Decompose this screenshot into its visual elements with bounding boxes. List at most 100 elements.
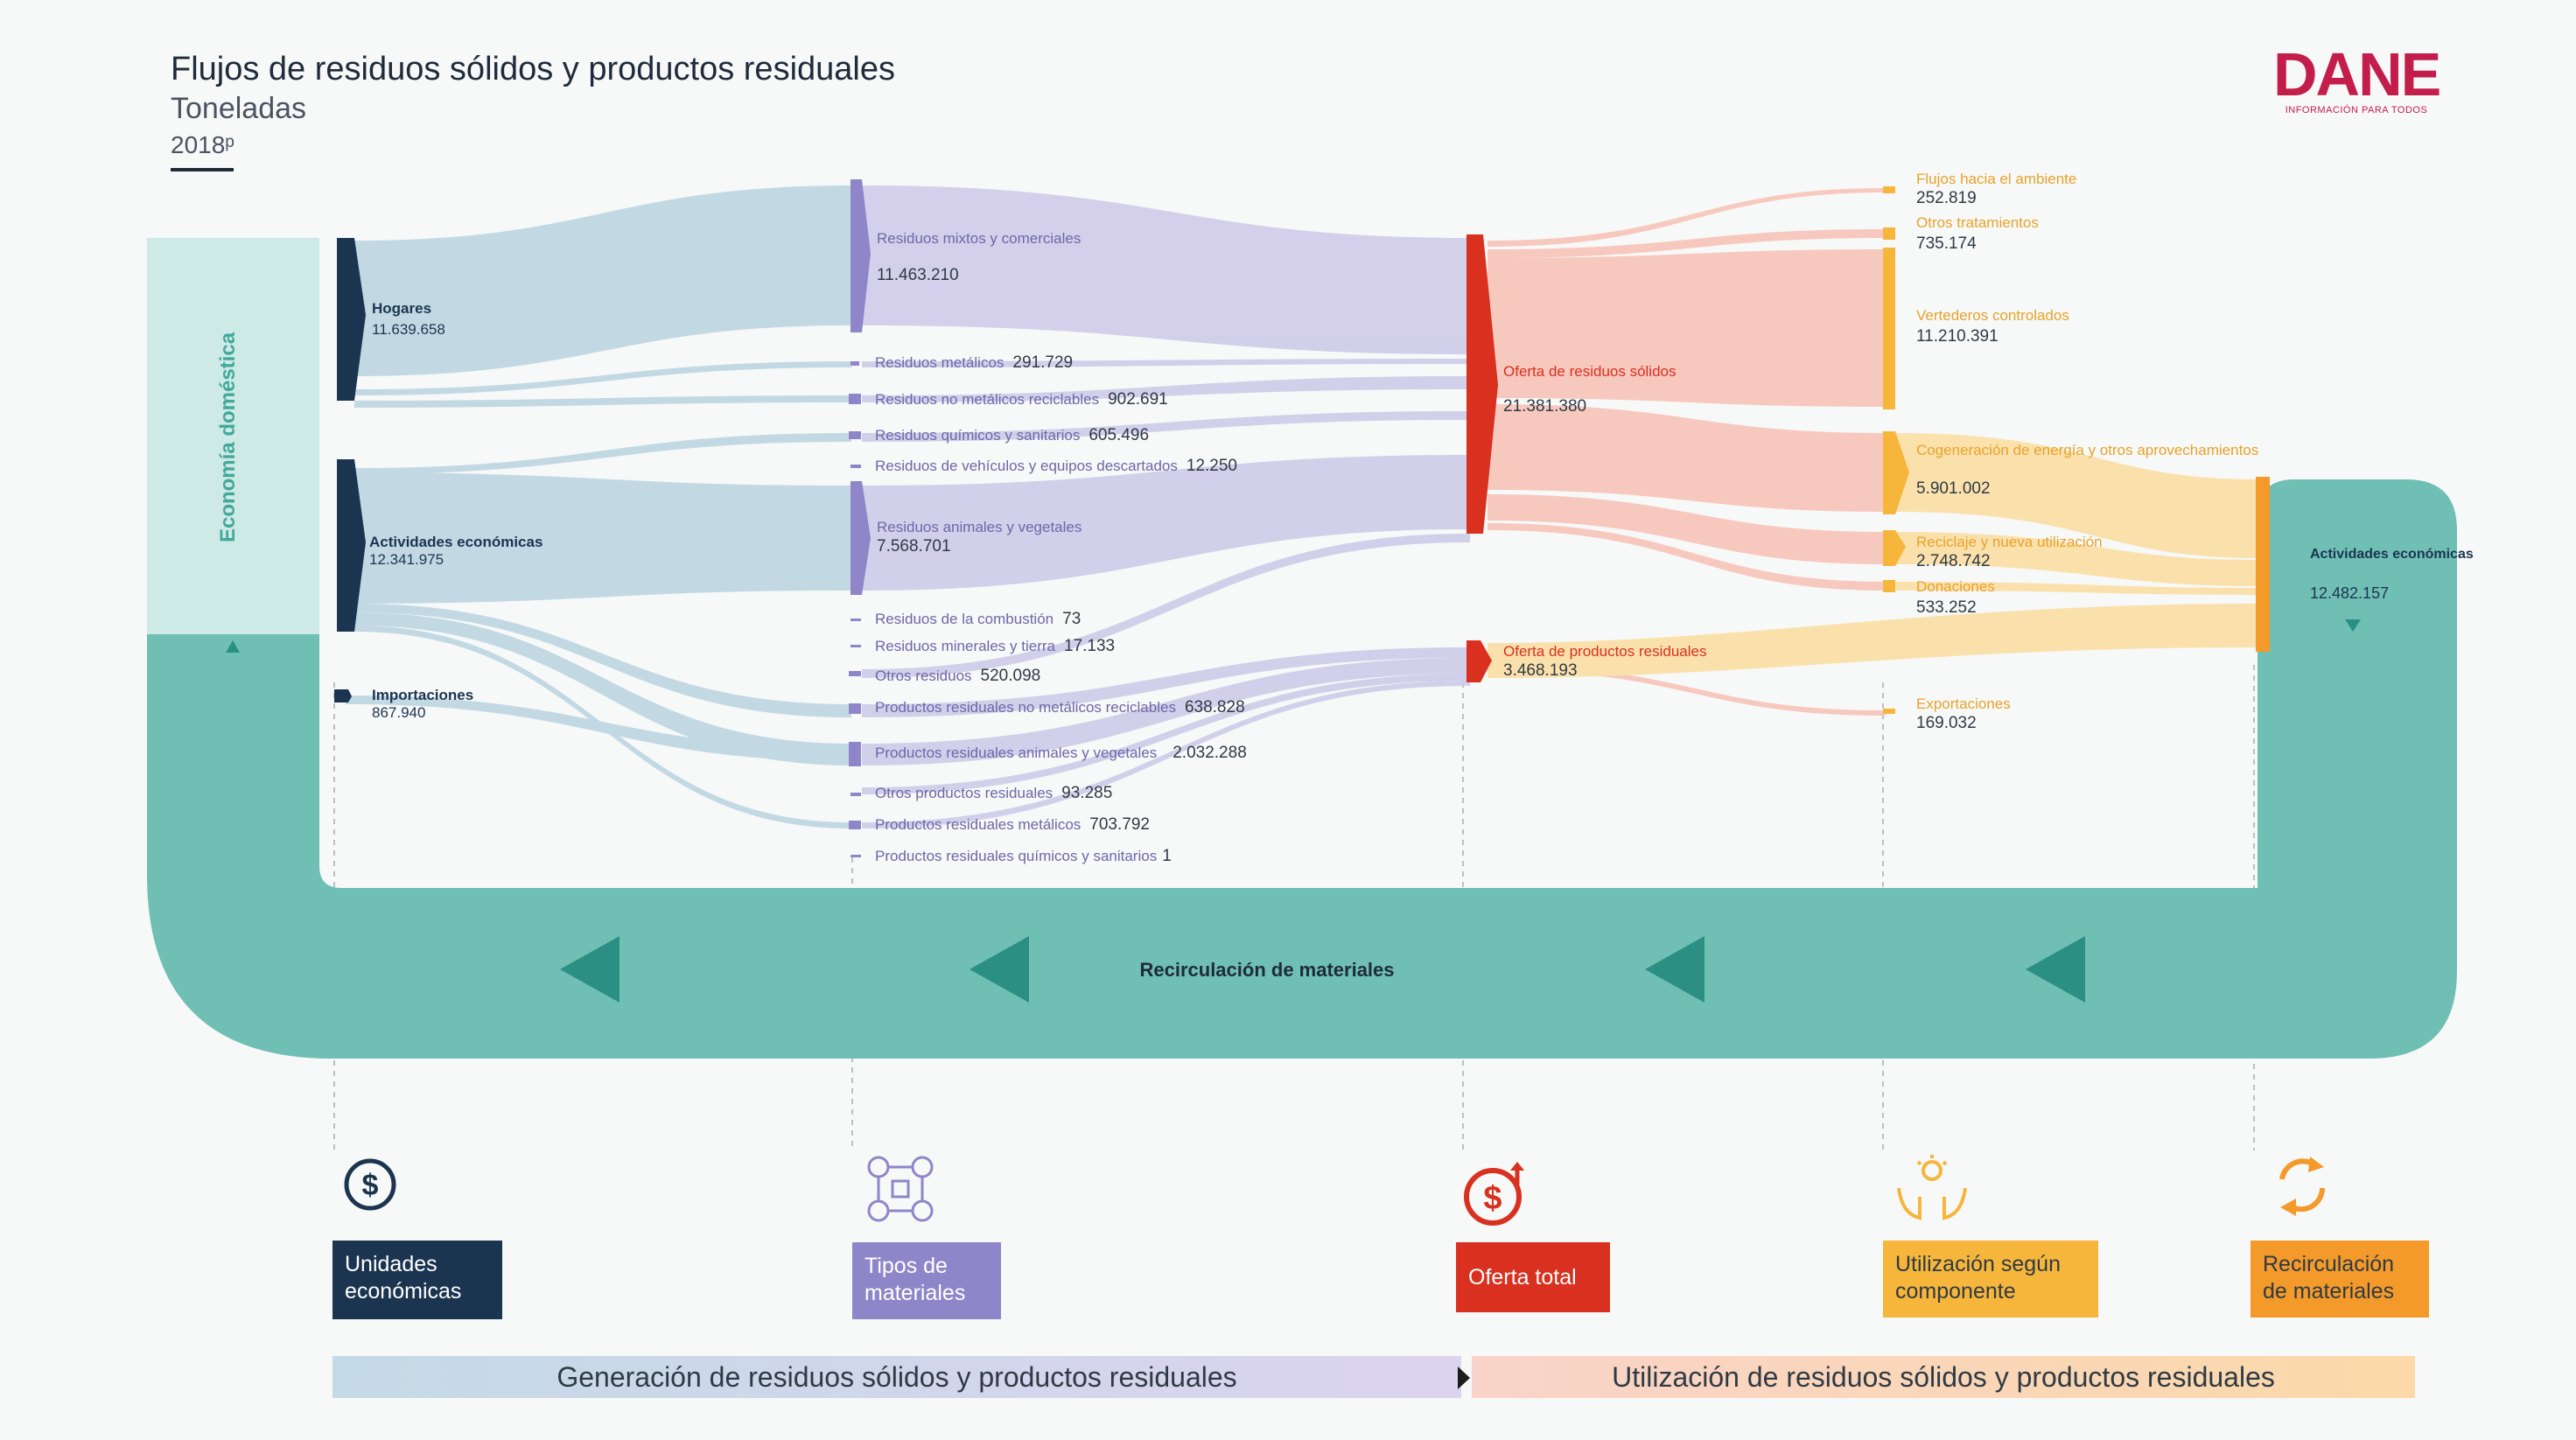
- year-label: 2018ᵖ: [171, 131, 234, 158]
- use-nodes: [1883, 186, 1909, 714]
- money-supply-icon: $: [1464, 1162, 1524, 1226]
- supply-solidos-label: Oferta de residuos sólidos: [1503, 363, 1676, 380]
- header: Flujos de residuos sólidos y productos r…: [171, 51, 895, 171]
- category-recirculacion: Recirculación de materiales: [2250, 1241, 2429, 1318]
- product-no-metalicos-label: Productos residuales no metálicos recicl…: [875, 699, 1176, 716]
- title-underline: [171, 168, 234, 171]
- use-labels: Flujos hacia el ambiente 252.819 Otros t…: [1916, 171, 2258, 732]
- product-animales-label: Productos residuales animales y vegetale…: [875, 744, 1157, 761]
- svg-text:$: $: [362, 1169, 379, 1202]
- footer-utilization-bar: Utilización de residuos sólidos y produc…: [1472, 1356, 2415, 1398]
- material-combustion-value: 73: [1062, 610, 1081, 628]
- flows-to-recirculation: [1488, 433, 2258, 716]
- product-no-metalicos-value: 638.828: [1185, 698, 1245, 717]
- use-donaciones-label: Donaciones: [1916, 578, 1995, 595]
- recirculation-label: Recirculación de materiales: [1139, 959, 1394, 981]
- material-labels: Residuos mixtos y comerciales 11.463.210…: [875, 230, 1247, 865]
- use-cogeneracion-label: Cogeneración de energía y otros aprovech…: [1916, 442, 2258, 458]
- source-nodes: [334, 238, 366, 703]
- svg-text:Residuos de vehículos y equipo: Residuos de vehículos y equipos descarta…: [875, 457, 1237, 475]
- category-unidades-economicas: Unidades económicas: [332, 1241, 502, 1319]
- use-otros-value: 735.174: [1916, 234, 1977, 253]
- use-cogeneracion-value: 5.901.002: [1916, 479, 1991, 498]
- logo-wordmark: DANE: [2273, 40, 2441, 108]
- materials-network-icon: [867, 1156, 934, 1222]
- use-exportaciones-label: Exportaciones: [1916, 696, 2011, 712]
- category-label: Recirculación de materiales: [2263, 1252, 2395, 1304]
- flows-materials-to-supply: [862, 185, 1470, 828]
- use-reciclaje-value: 2.748.742: [1916, 552, 1991, 570]
- flows-sources-to-materials: [346, 185, 851, 828]
- product-otros-label: Otros productos residuales: [875, 785, 1053, 801]
- down-arrow-icon: [2345, 619, 2361, 632]
- svg-text:Residuos no metálicos reciclab: Residuos no metálicos reciclables 902.691: [875, 390, 1168, 409]
- footer-divider-arrow-icon: [1458, 1367, 1470, 1389]
- hands-lightbulb-icon: [1897, 1155, 1967, 1220]
- product-metalicos-label: Productos residuales metálicos: [875, 816, 1081, 833]
- recirculation-node: [2256, 477, 2270, 652]
- recirculation-loop: [147, 479, 2457, 1059]
- svg-text:Productos residuales no metáli: Productos residuales no metálicos recicl…: [875, 698, 1245, 717]
- material-no-metalicos-label: Residuos no metálicos reciclables: [875, 391, 1099, 408]
- use-ambiente-value: 252.819: [1916, 189, 1977, 207]
- page-title: Flujos de residuos sólidos y productos r…: [171, 51, 895, 87]
- footer-utilization-label: Utilización de residuos sólidos y produc…: [1612, 1361, 2275, 1393]
- domestic-economy-panel: [147, 238, 319, 634]
- source-labels: Hogares 11.639.658 Actividades económica…: [369, 300, 542, 721]
- material-nodes: [849, 179, 871, 857]
- material-otros-residuos-value: 520.098: [981, 667, 1041, 685]
- source-actividades-label: Actividades económicas: [369, 534, 542, 550]
- supply-labels: Oferta de residuos sólidos 21.381.380 Of…: [1503, 363, 1706, 680]
- material-mixtos-value: 11.463.210: [877, 266, 959, 284]
- source-importaciones-value: 867.940: [372, 704, 425, 721]
- material-no-metalicos-value: 902.691: [1108, 390, 1168, 409]
- material-metalicos-label: Residuos metálicos: [875, 354, 1004, 371]
- material-quimicos-label: Residuos químicos y sanitarios: [875, 427, 1080, 444]
- product-quimicos-value: 1: [1162, 847, 1172, 865]
- product-quimicos-label: Productos residuales químicos y sanitari…: [875, 848, 1157, 864]
- category-label: Unidades económicas: [345, 1252, 462, 1304]
- use-donaciones-value: 533.252: [1916, 598, 1977, 617]
- page-subtitle: Toneladas: [171, 92, 307, 125]
- svg-text:Residuos químicos y sanitarios: Residuos químicos y sanitarios 605.496: [875, 426, 1149, 444]
- svg-text:Productos residuales químicos: Productos residuales químicos y sanitari…: [875, 847, 1172, 865]
- use-vertederos-label: Vertederos controlados: [1916, 307, 2069, 324]
- category-label: Utilización según componente: [1895, 1252, 2061, 1304]
- flows-supply-to-uses: [1488, 188, 1886, 591]
- material-minerales-value: 17.133: [1064, 637, 1115, 655]
- use-otros-label: Otros tratamientos: [1916, 214, 2039, 231]
- source-hogares-value: 11.639.658: [372, 321, 445, 338]
- material-combustion-label: Residuos de la combustión: [875, 611, 1054, 627]
- recirculation-target-label: Actividades económicas: [2310, 547, 2474, 562]
- product-animales-value: 2.032.288: [1172, 744, 1247, 762]
- product-metalicos-value: 703.792: [1089, 815, 1150, 834]
- dane-logo: DANE INFORMACIÓN PARA TODOS: [2273, 40, 2441, 115]
- supply-productos-value: 3.468.193: [1503, 661, 1578, 680]
- loop-arrows: [560, 936, 2085, 1003]
- product-otros-value: 93.285: [1061, 784, 1112, 802]
- material-quimicos-value: 605.496: [1088, 426, 1149, 444]
- use-exportaciones-value: 169.032: [1916, 714, 1977, 732]
- up-arrow-icon: [226, 640, 240, 653]
- category-label: Tipos de materiales: [864, 1254, 966, 1305]
- use-ambiente-label: Flujos hacia el ambiente: [1916, 171, 2076, 187]
- material-minerales-label: Residuos minerales y tierra: [875, 638, 1056, 654]
- svg-text:$: $: [1483, 1180, 1502, 1217]
- supply-solidos-value: 21.381.380: [1503, 397, 1586, 416]
- material-animales-label: Residuos animales y vegetales: [877, 519, 1082, 535]
- svg-text:Productos residuales animales: Productos residuales animales y vegetale…: [875, 744, 1247, 762]
- material-otros-residuos-label: Otros residuos: [875, 668, 972, 684]
- use-vertederos-value: 11.210.391: [1916, 327, 1998, 346]
- supply-productos-label: Oferta de productos residuales: [1503, 643, 1706, 660]
- source-actividades-value: 12.341.975: [369, 551, 444, 568]
- material-vehiculos-value: 12.250: [1186, 457, 1237, 475]
- source-importaciones-label: Importaciones: [372, 687, 473, 703]
- category-utilizacion: Utilización según componente: [1883, 1241, 2098, 1318]
- supply-nodes: [1466, 234, 1498, 682]
- dollar-coin-icon: $: [344, 1158, 396, 1211]
